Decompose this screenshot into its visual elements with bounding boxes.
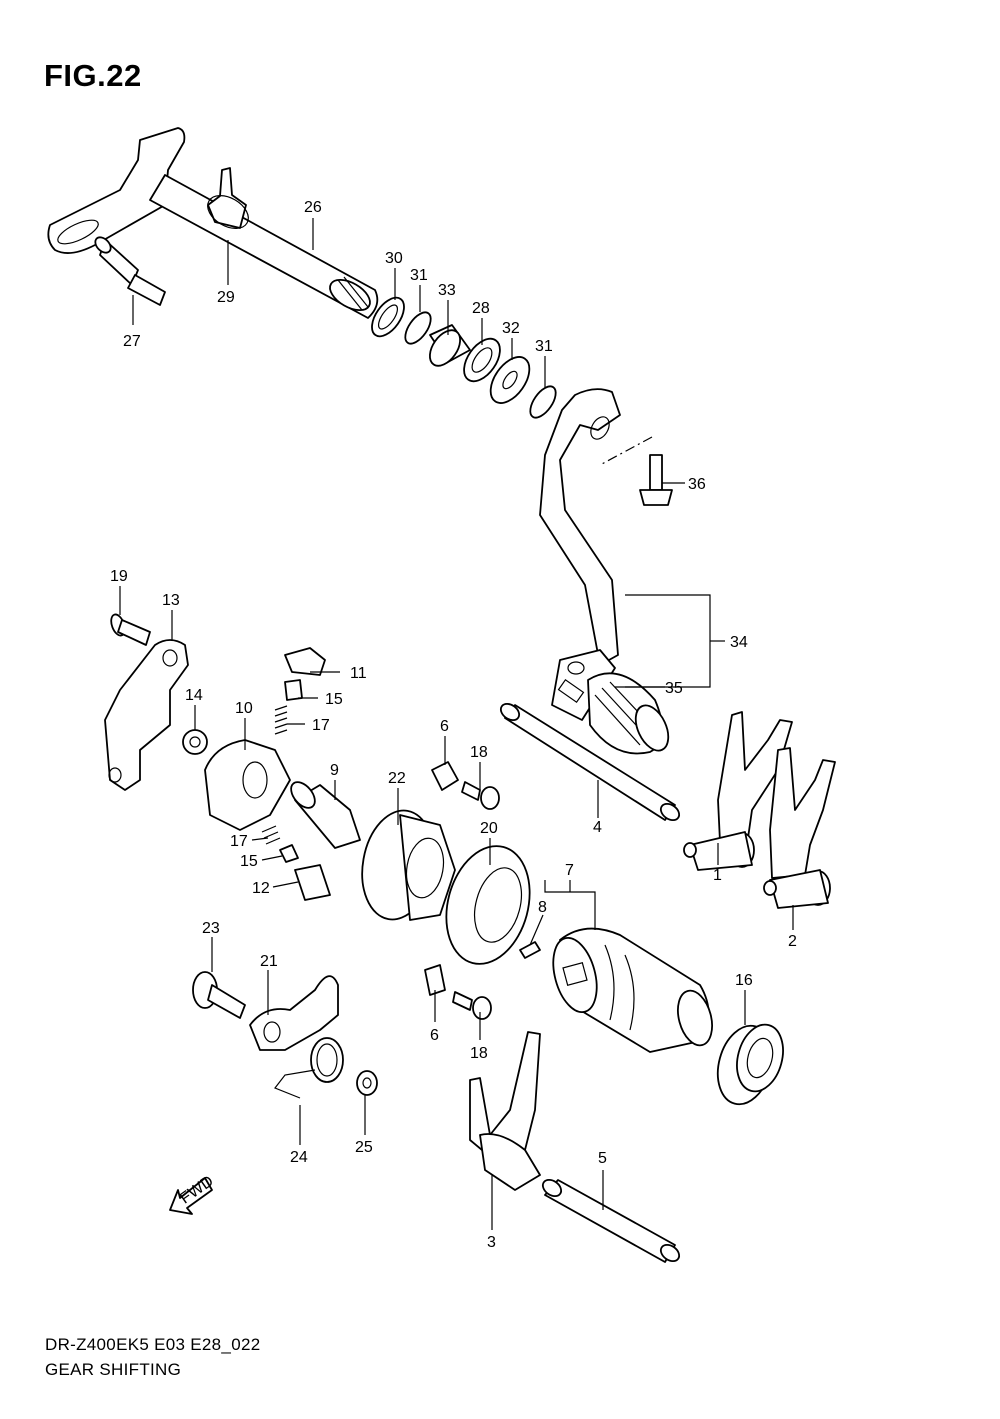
callout-23: 23 (202, 920, 220, 937)
return-spring-part (207, 167, 249, 229)
shift-fork-2 (763, 747, 836, 909)
callout-28: 28 (472, 300, 490, 317)
callout-3: 3 (487, 1234, 496, 1251)
lever-rubber-part (587, 672, 670, 755)
callout-14: 14 (185, 687, 203, 704)
callout-16: 16 (735, 972, 753, 989)
gearshift-cam-7 (552, 927, 713, 1053)
callout-6b: 6 (430, 1027, 439, 1044)
callout-22: 22 (388, 770, 406, 787)
callout-18b: 18 (470, 1045, 488, 1062)
callout-17b: 17 (230, 833, 248, 850)
callout-24: 24 (290, 1149, 308, 1166)
callout-17a: 17 (312, 717, 330, 734)
callout-30: 30 (385, 250, 403, 267)
callout-18a: 18 (470, 744, 488, 761)
bearing-28 (463, 337, 501, 383)
circlip-31b (529, 385, 557, 419)
cam-stopper-plate-22 (361, 809, 456, 921)
washer-32 (489, 356, 531, 404)
gearshift-lever-part (539, 388, 621, 721)
callout-15b: 15 (240, 853, 258, 870)
callout-31a: 31 (410, 267, 428, 284)
shift-fork-shaft-4 (499, 702, 681, 822)
figure-title: FIG.22 (44, 58, 142, 93)
washer-6a (431, 761, 459, 791)
gearshift-shaft-part (47, 127, 379, 319)
fwd-arrow-icon: FWD (169, 1173, 217, 1215)
callout-36: 36 (688, 476, 706, 493)
callout-29: 29 (217, 289, 235, 306)
callout-25: 25 (355, 1139, 373, 1156)
callout-2: 2 (788, 933, 797, 950)
callout-7: 7 (565, 862, 574, 879)
callout-11: 11 (350, 665, 367, 682)
washer-25 (356, 1070, 378, 1096)
fwd-label: FWD (177, 1173, 217, 1208)
callout-1: 1 (713, 867, 722, 884)
callout-33: 33 (438, 282, 456, 299)
guide-12 (294, 864, 331, 901)
screw-19 (110, 613, 151, 646)
cam-bearing-16 (716, 1023, 784, 1106)
spring-24 (274, 1037, 344, 1099)
callout-32: 32 (502, 320, 520, 337)
washer-6b (424, 964, 446, 996)
pin-15a (284, 679, 303, 701)
shift-fork-1 (683, 711, 793, 871)
gearshift-arm-10 (204, 739, 291, 831)
callout-10: 10 (235, 700, 253, 717)
lever-bolt-part (639, 454, 673, 506)
callout-9: 9 (330, 762, 339, 779)
callout-4: 4 (593, 819, 602, 836)
shift-fork-3 (469, 1031, 541, 1191)
callout-6a: 6 (440, 718, 449, 735)
arm-plate-13 (104, 639, 189, 791)
callout-21: 21 (260, 953, 278, 970)
pin-15b (279, 844, 299, 863)
callout-34: 34 (730, 634, 748, 651)
callout-20: 20 (480, 820, 498, 837)
callout-35: 35 (665, 680, 683, 697)
callout-5: 5 (598, 1150, 607, 1167)
stopper-bolt-part (94, 236, 166, 306)
oil-seal-30 (371, 296, 405, 338)
spring-17b (261, 825, 281, 845)
collar-14 (182, 729, 208, 755)
screw-18b (452, 991, 492, 1020)
callout-26: 26 (304, 199, 322, 216)
bolt-23 (192, 971, 246, 1019)
pawl-11 (284, 647, 326, 676)
needle-bearing-33 (428, 324, 471, 367)
model-code-label: DR-Z400EK5 E03 E28_022 (45, 1335, 261, 1354)
leader-lines (119, 218, 794, 1230)
callout-31b: 31 (535, 338, 553, 355)
stopper-arm-21 (249, 975, 339, 1051)
callout-13: 13 (162, 592, 180, 609)
callout-15a: 15 (325, 691, 343, 708)
callout-19: 19 (110, 568, 128, 585)
callout-8: 8 (538, 899, 547, 916)
shift-fork-shaft-5 (541, 1178, 681, 1263)
circlip-31a (404, 311, 432, 345)
callout-labels: 26 29 27 30 31 33 28 32 31 36 34 35 4 1 … (110, 199, 797, 1251)
cam-stopper-shaft-9 (290, 781, 361, 849)
cam-bearing-20 (445, 845, 531, 965)
spring-17a (274, 705, 288, 735)
callout-27: 27 (123, 333, 141, 350)
section-name-label: GEAR SHIFTING (45, 1360, 182, 1379)
screw-18a (461, 781, 500, 810)
callout-12: 12 (252, 880, 270, 897)
